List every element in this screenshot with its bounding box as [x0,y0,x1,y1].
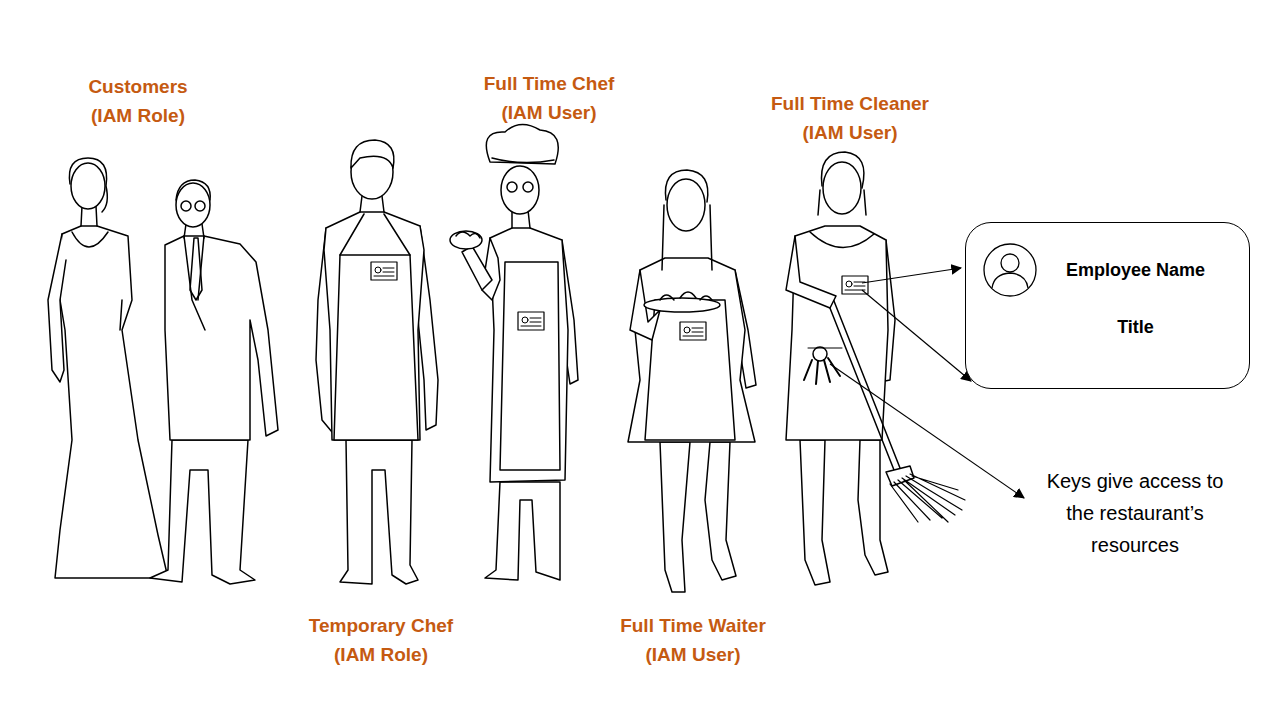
role-label: Customers (IAM Role) [76,72,201,130]
customer-woman [48,158,168,578]
role-label: Full Time Chef (IAM User) [469,69,629,127]
node-subtitle: Title [1117,315,1154,339]
callout-box: Employee NameTitle [965,222,1250,389]
role-label: Full Time Cleaner (IAM User) [753,89,948,147]
full-time-chef [450,124,578,580]
person-icon [980,240,1040,300]
full-time-cleaner [786,152,965,585]
temporary-chef [316,140,438,584]
node-heading: Employee Name [1066,258,1205,282]
role-label: Temporary Chef (IAM Role) [294,611,469,669]
role-label: Full Time Waiter (IAM User) [603,611,783,669]
customer-man [150,180,278,584]
keys-note: Keys give access to the restaurant’s res… [1033,465,1238,561]
full-time-waiter [628,170,756,592]
